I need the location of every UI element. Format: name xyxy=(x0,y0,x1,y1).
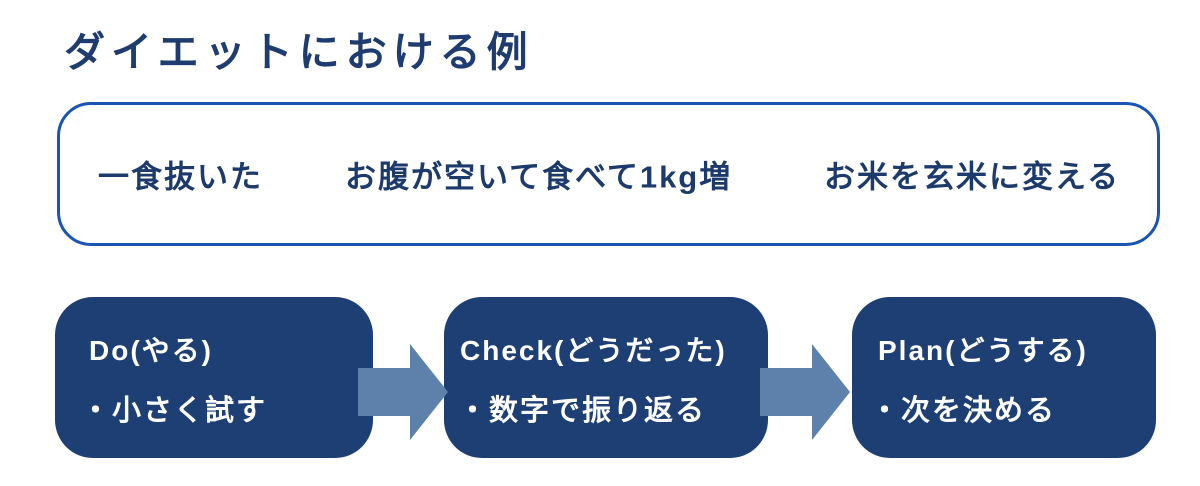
step-plan-title: Plan(どうする) xyxy=(878,335,1088,366)
step-box-do: Do(やる) ・小さく試す xyxy=(55,297,373,458)
step-do-title: Do(やる) xyxy=(89,335,213,366)
example-item-gained-1kg: お腹が空いて食べて1kg増 xyxy=(345,159,733,195)
example-box: 一食抜いた お腹が空いて食べて1kg増 お米を玄米に変える xyxy=(57,102,1160,246)
right-arrow-icon xyxy=(358,344,448,440)
step-box-check: Check(どうだった) ・数字で振り返る xyxy=(444,297,768,458)
step-plan-bullet: ・次を決める xyxy=(870,395,1057,427)
step-check-title: Check(どうだった) xyxy=(460,335,727,366)
step-box-plan: Plan(どうする) ・次を決める xyxy=(852,297,1156,458)
example-item-skipped-meal: 一食抜いた xyxy=(98,159,263,195)
step-check-bullet: ・数字で振り返る xyxy=(458,395,707,427)
step-do-bullet: ・小さく試す xyxy=(81,395,268,427)
page-title: ダイエットにおける例 xyxy=(64,29,534,75)
example-item-brown-rice: お米を玄米に変える xyxy=(824,159,1121,195)
right-arrow-icon xyxy=(760,344,850,440)
